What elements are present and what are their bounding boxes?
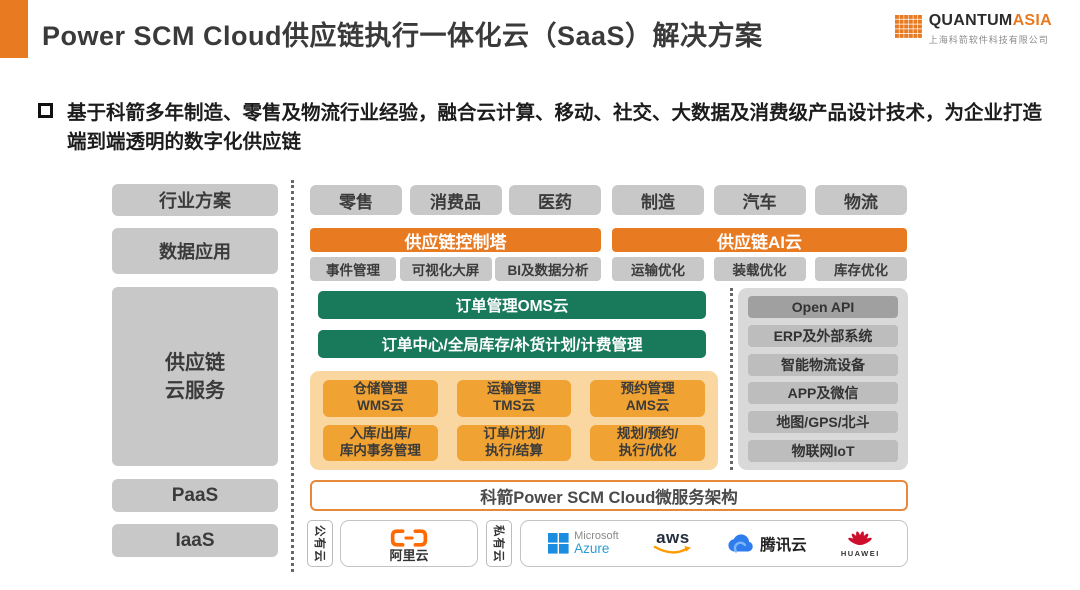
wms-sub-line2: 库内事务管理 bbox=[339, 442, 421, 458]
tms-sub-line1: 订单/计划/ bbox=[483, 425, 545, 441]
feature-tag-inventory-optimization: 库存优化 bbox=[815, 257, 907, 281]
brand-name: QUANTUMASIA bbox=[928, 12, 1052, 29]
intro-text: 基于科箭多年制造、零售及物流行业经验，融合云计算、移动、社交、大数据及消费级产品… bbox=[67, 102, 1043, 154]
integration-item-smart-logistics-devices: 智能物流设备 bbox=[748, 353, 898, 376]
sidebar-item-data-applications: 数据应用 bbox=[112, 228, 278, 274]
feature-tag-bi-analytics: BI及数据分析 bbox=[495, 257, 601, 281]
alibaba-cloud-logo-icon bbox=[390, 529, 428, 547]
sidebar-item-industry-solutions: 行业方案 bbox=[112, 184, 278, 216]
integration-item-erp: ERP及外部系统 bbox=[748, 324, 898, 347]
module-card-tms-functions: 订单/计划/ 执行/结算 bbox=[456, 424, 572, 461]
ams-sub-line2: 执行/优化 bbox=[618, 442, 677, 458]
industries-right-group: 制造 汽车 物流 bbox=[612, 185, 907, 215]
separator-dotted-right bbox=[730, 288, 733, 470]
module-card-wms-functions: 入库/出库/ 库内事务管理 bbox=[323, 424, 438, 461]
tms-line1: 运输管理 bbox=[486, 381, 541, 397]
ams-line1: 预约管理 bbox=[620, 381, 675, 397]
huawei-flower-logo-icon bbox=[848, 530, 873, 545]
section-header-control-tower: 供应链控制塔 bbox=[310, 228, 601, 252]
tencent-cloud-logo-icon bbox=[728, 533, 753, 553]
azure-label: Microsoft Azure bbox=[574, 529, 619, 557]
ai-cloud-features: 运输优化 装载优化 库存优化 bbox=[612, 257, 907, 281]
intro-bullet: 基于科箭多年制造、零售及物流行业经验，融合云计算、移动、社交、大数据及消费级产品… bbox=[38, 99, 1043, 158]
industry-tag-pharma: 医药 bbox=[509, 185, 601, 215]
microsoft-word: Microsoft bbox=[574, 529, 619, 542]
industry-tag-retail: 零售 bbox=[310, 185, 402, 215]
industry-tag-manufacturing: 制造 bbox=[612, 185, 704, 215]
feature-tag-visual-dashboard: 可视化大屏 bbox=[399, 257, 492, 281]
scm-line1: 供应链 bbox=[165, 351, 225, 374]
feature-tag-load-optimization: 装载优化 bbox=[713, 257, 806, 281]
company-name: 上海科箭软件科技有限公司 bbox=[928, 34, 1049, 45]
module-card-tms: 运输管理 TMS云 bbox=[456, 380, 572, 417]
title-accent-bar bbox=[0, 0, 28, 58]
azure-word: Azure bbox=[574, 541, 610, 557]
provider-tencent-cloud: 腾讯云 bbox=[727, 533, 807, 555]
deployment-label-public-cloud: 公有云 bbox=[307, 520, 333, 567]
feature-tag-event-management: 事件管理 bbox=[310, 257, 396, 281]
alibaba-cloud-label: 阿里云 bbox=[389, 548, 429, 563]
ams-line2: AMS云 bbox=[625, 398, 670, 414]
provider-huawei: HUAWEI bbox=[841, 530, 880, 558]
brand-name-asia: ASIA bbox=[1012, 12, 1052, 29]
scm-line2: 云服务 bbox=[165, 379, 225, 402]
tms-sub-line2: 执行/结算 bbox=[485, 442, 543, 458]
integration-item-iot: 物联网IoT bbox=[748, 439, 898, 462]
integration-item-open-api: Open API bbox=[748, 296, 898, 318]
wms-line2: WMS云 bbox=[357, 398, 404, 414]
wms-sub-line1: 入库/出库/ bbox=[349, 425, 412, 441]
industries-row: 零售 消费品 医药 制造 汽车 物流 bbox=[310, 185, 907, 215]
page-title: Power SCM Cloud供应链执行一体化云（SaaS）解决方案 bbox=[42, 21, 763, 51]
aws-label: aws bbox=[656, 528, 690, 548]
provider-microsoft-azure: Microsoft Azure bbox=[548, 529, 619, 557]
module-card-wms: 仓储管理 WMS云 bbox=[323, 380, 438, 417]
integration-item-app-wechat: APP及微信 bbox=[748, 382, 898, 405]
separator-dotted-left bbox=[291, 180, 294, 572]
integrations-panel: Open API ERP及外部系统 智能物流设备 APP及微信 地图/GPS/北… bbox=[738, 288, 908, 470]
provider-alibaba-cloud: 阿里云 bbox=[340, 520, 478, 567]
brand-words: QUANTUMASIA 上海科箭软件科技有限公司 bbox=[929, 12, 1052, 46]
section-header-ai-cloud: 供应链AI云 bbox=[612, 228, 907, 252]
industries-left-group: 零售 消费品 医药 bbox=[310, 185, 601, 215]
oms-detail-bar: 订单中心/全局库存/补货计划/计费管理 bbox=[318, 330, 706, 358]
feature-tag-transport-optimization: 运输优化 bbox=[612, 257, 704, 281]
industry-tag-logistics: 物流 bbox=[815, 185, 907, 215]
tms-line2: TMS云 bbox=[492, 398, 535, 414]
execution-modules-panel: 仓储管理 WMS云 运输管理 TMS云 预约管理 AMS云 入库/出库/ 库内事… bbox=[310, 371, 718, 470]
industry-tag-automotive: 汽车 bbox=[713, 185, 806, 215]
control-tower-features: 事件管理 可视化大屏 BI及数据分析 bbox=[310, 257, 601, 281]
aws-smile-icon bbox=[653, 545, 691, 554]
sidebar-item-paas: PaaS bbox=[112, 479, 278, 512]
provider-multi-cloud-box: Microsoft Azure aws 腾讯云 bbox=[520, 520, 908, 567]
wms-line1: 仓储管理 bbox=[353, 381, 408, 397]
microservices-architecture-bar: 科箭Power SCM Cloud微服务架构 bbox=[310, 480, 908, 511]
quantum-dots-icon bbox=[894, 15, 922, 38]
provider-aws: aws bbox=[653, 528, 693, 556]
industry-tag-consumer-goods: 消费品 bbox=[409, 185, 502, 215]
brand-logo: QUANTUMASIA 上海科箭软件科技有限公司 bbox=[894, 12, 1052, 46]
sidebar-item-iaas: IaaS bbox=[112, 524, 278, 557]
integration-item-map-gps: 地图/GPS/北斗 bbox=[748, 411, 898, 434]
bullet-square-icon bbox=[38, 103, 53, 118]
tencent-cloud-label: 腾讯云 bbox=[760, 536, 807, 554]
huawei-label: HUAWEI bbox=[840, 548, 880, 558]
module-card-ams-functions: 规划/预约/ 执行/优化 bbox=[590, 424, 705, 461]
module-card-ams: 预约管理 AMS云 bbox=[590, 380, 705, 417]
azure-window-logo-icon bbox=[548, 533, 569, 554]
oms-cloud-bar: 订单管理OMS云 bbox=[318, 291, 706, 319]
sidebar-item-scm-cloud-services: 供应链 云服务 bbox=[112, 287, 278, 466]
ams-sub-line1: 规划/预约/ bbox=[616, 425, 679, 441]
deployment-label-private-cloud: 私有云 bbox=[486, 520, 512, 567]
